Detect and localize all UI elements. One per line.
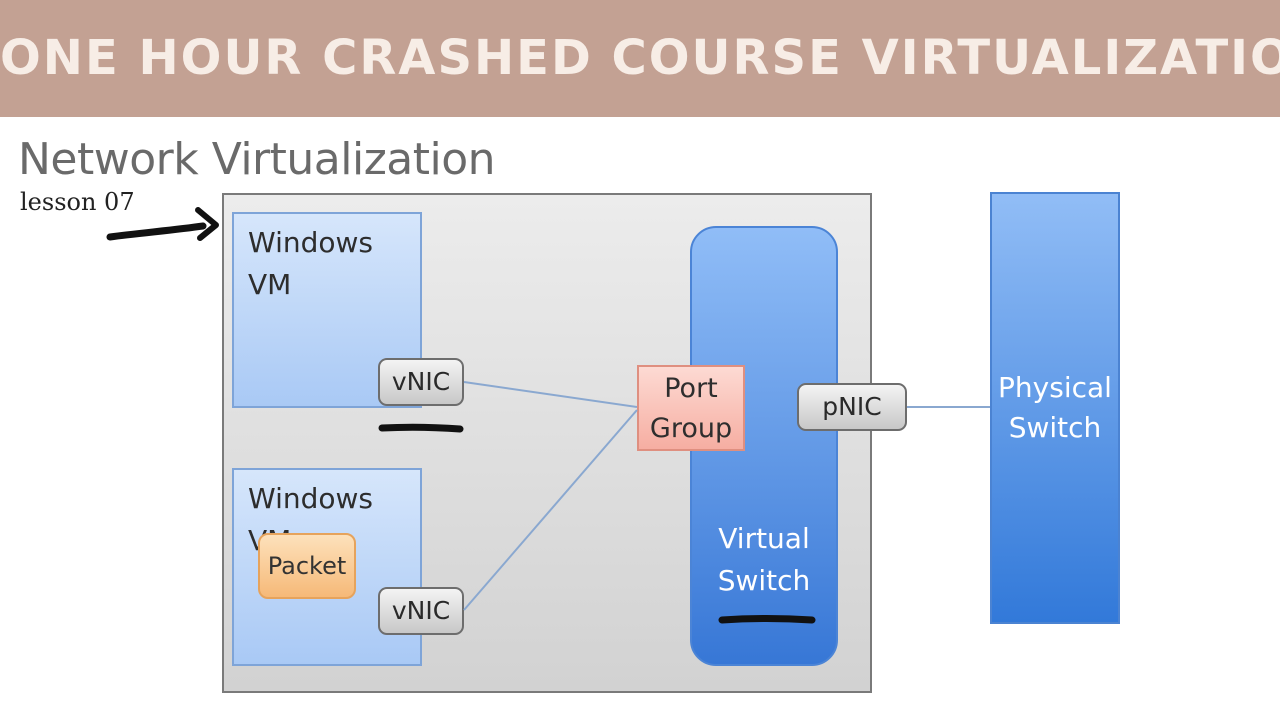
slide-title: Network Virtualization xyxy=(18,134,496,185)
lesson-label: lesson 07 xyxy=(20,188,135,216)
underline-vnic xyxy=(378,423,464,433)
course-title: ONE HOUR CRASHED COURSE VIRTUALIZATION xyxy=(0,30,1280,86)
vnic-1: vNIC xyxy=(378,358,464,406)
physical-switch-label: Physical Switch xyxy=(998,371,1112,444)
virtual-switch-label: Virtual Switch xyxy=(717,522,811,597)
vnic-2: vNIC xyxy=(378,587,464,635)
physical-switch xyxy=(990,192,1120,624)
vm-1-label: Windows VM xyxy=(248,226,373,301)
port-group: Port Group xyxy=(637,365,745,451)
underline-virtual-switch xyxy=(718,615,816,624)
link-vnic1-portgroup xyxy=(463,381,638,408)
arrow-shaft xyxy=(106,222,207,241)
pnic: pNIC xyxy=(797,383,907,431)
windows-vm-1: Windows VM xyxy=(232,212,422,408)
link-vnic2-portgroup xyxy=(463,409,638,611)
course-banner xyxy=(0,0,1280,117)
packet: Packet xyxy=(258,533,356,599)
arrow-head-icon xyxy=(195,207,219,241)
